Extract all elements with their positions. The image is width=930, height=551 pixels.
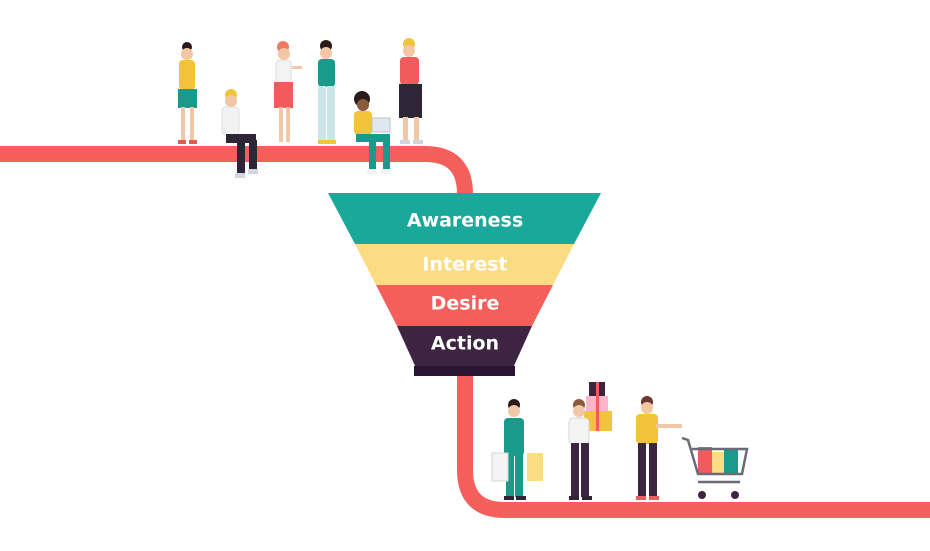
- person-sitting-laptop: [221, 89, 258, 178]
- journey-path-bottom: [457, 370, 930, 518]
- journey-path: [0, 146, 930, 518]
- funnel-label-desire: Desire: [431, 293, 500, 315]
- person-standing-teal: [318, 40, 336, 144]
- shopper-with-cart: [636, 396, 682, 500]
- sales-funnel: Awareness Interest Desire Action: [328, 193, 601, 376]
- top-people-group: [178, 38, 423, 178]
- bottom-people-group: [491, 382, 749, 500]
- funnel-label-interest: Interest: [422, 254, 507, 276]
- person-standing-thinking: [399, 38, 423, 144]
- shopper-with-bags: [491, 399, 543, 500]
- shopping-cart-icon: [681, 436, 749, 499]
- funnel-stage-action: [397, 326, 532, 368]
- funnel-label-action: Action: [431, 333, 499, 355]
- person-sitting-laptop-2: [354, 91, 391, 174]
- funnel-stage-desire: [376, 285, 553, 326]
- shopper-with-gift-boxes: [568, 382, 612, 500]
- funnel-stage-awareness: [328, 193, 601, 244]
- journey-path-top: [0, 146, 473, 200]
- funnel-stage-interest: [355, 244, 574, 285]
- person-standing-redhead: [274, 41, 302, 142]
- funnel-spout: [414, 366, 515, 376]
- funnel-label-awareness: Awareness: [407, 210, 523, 232]
- person-standing-phone: [178, 42, 197, 144]
